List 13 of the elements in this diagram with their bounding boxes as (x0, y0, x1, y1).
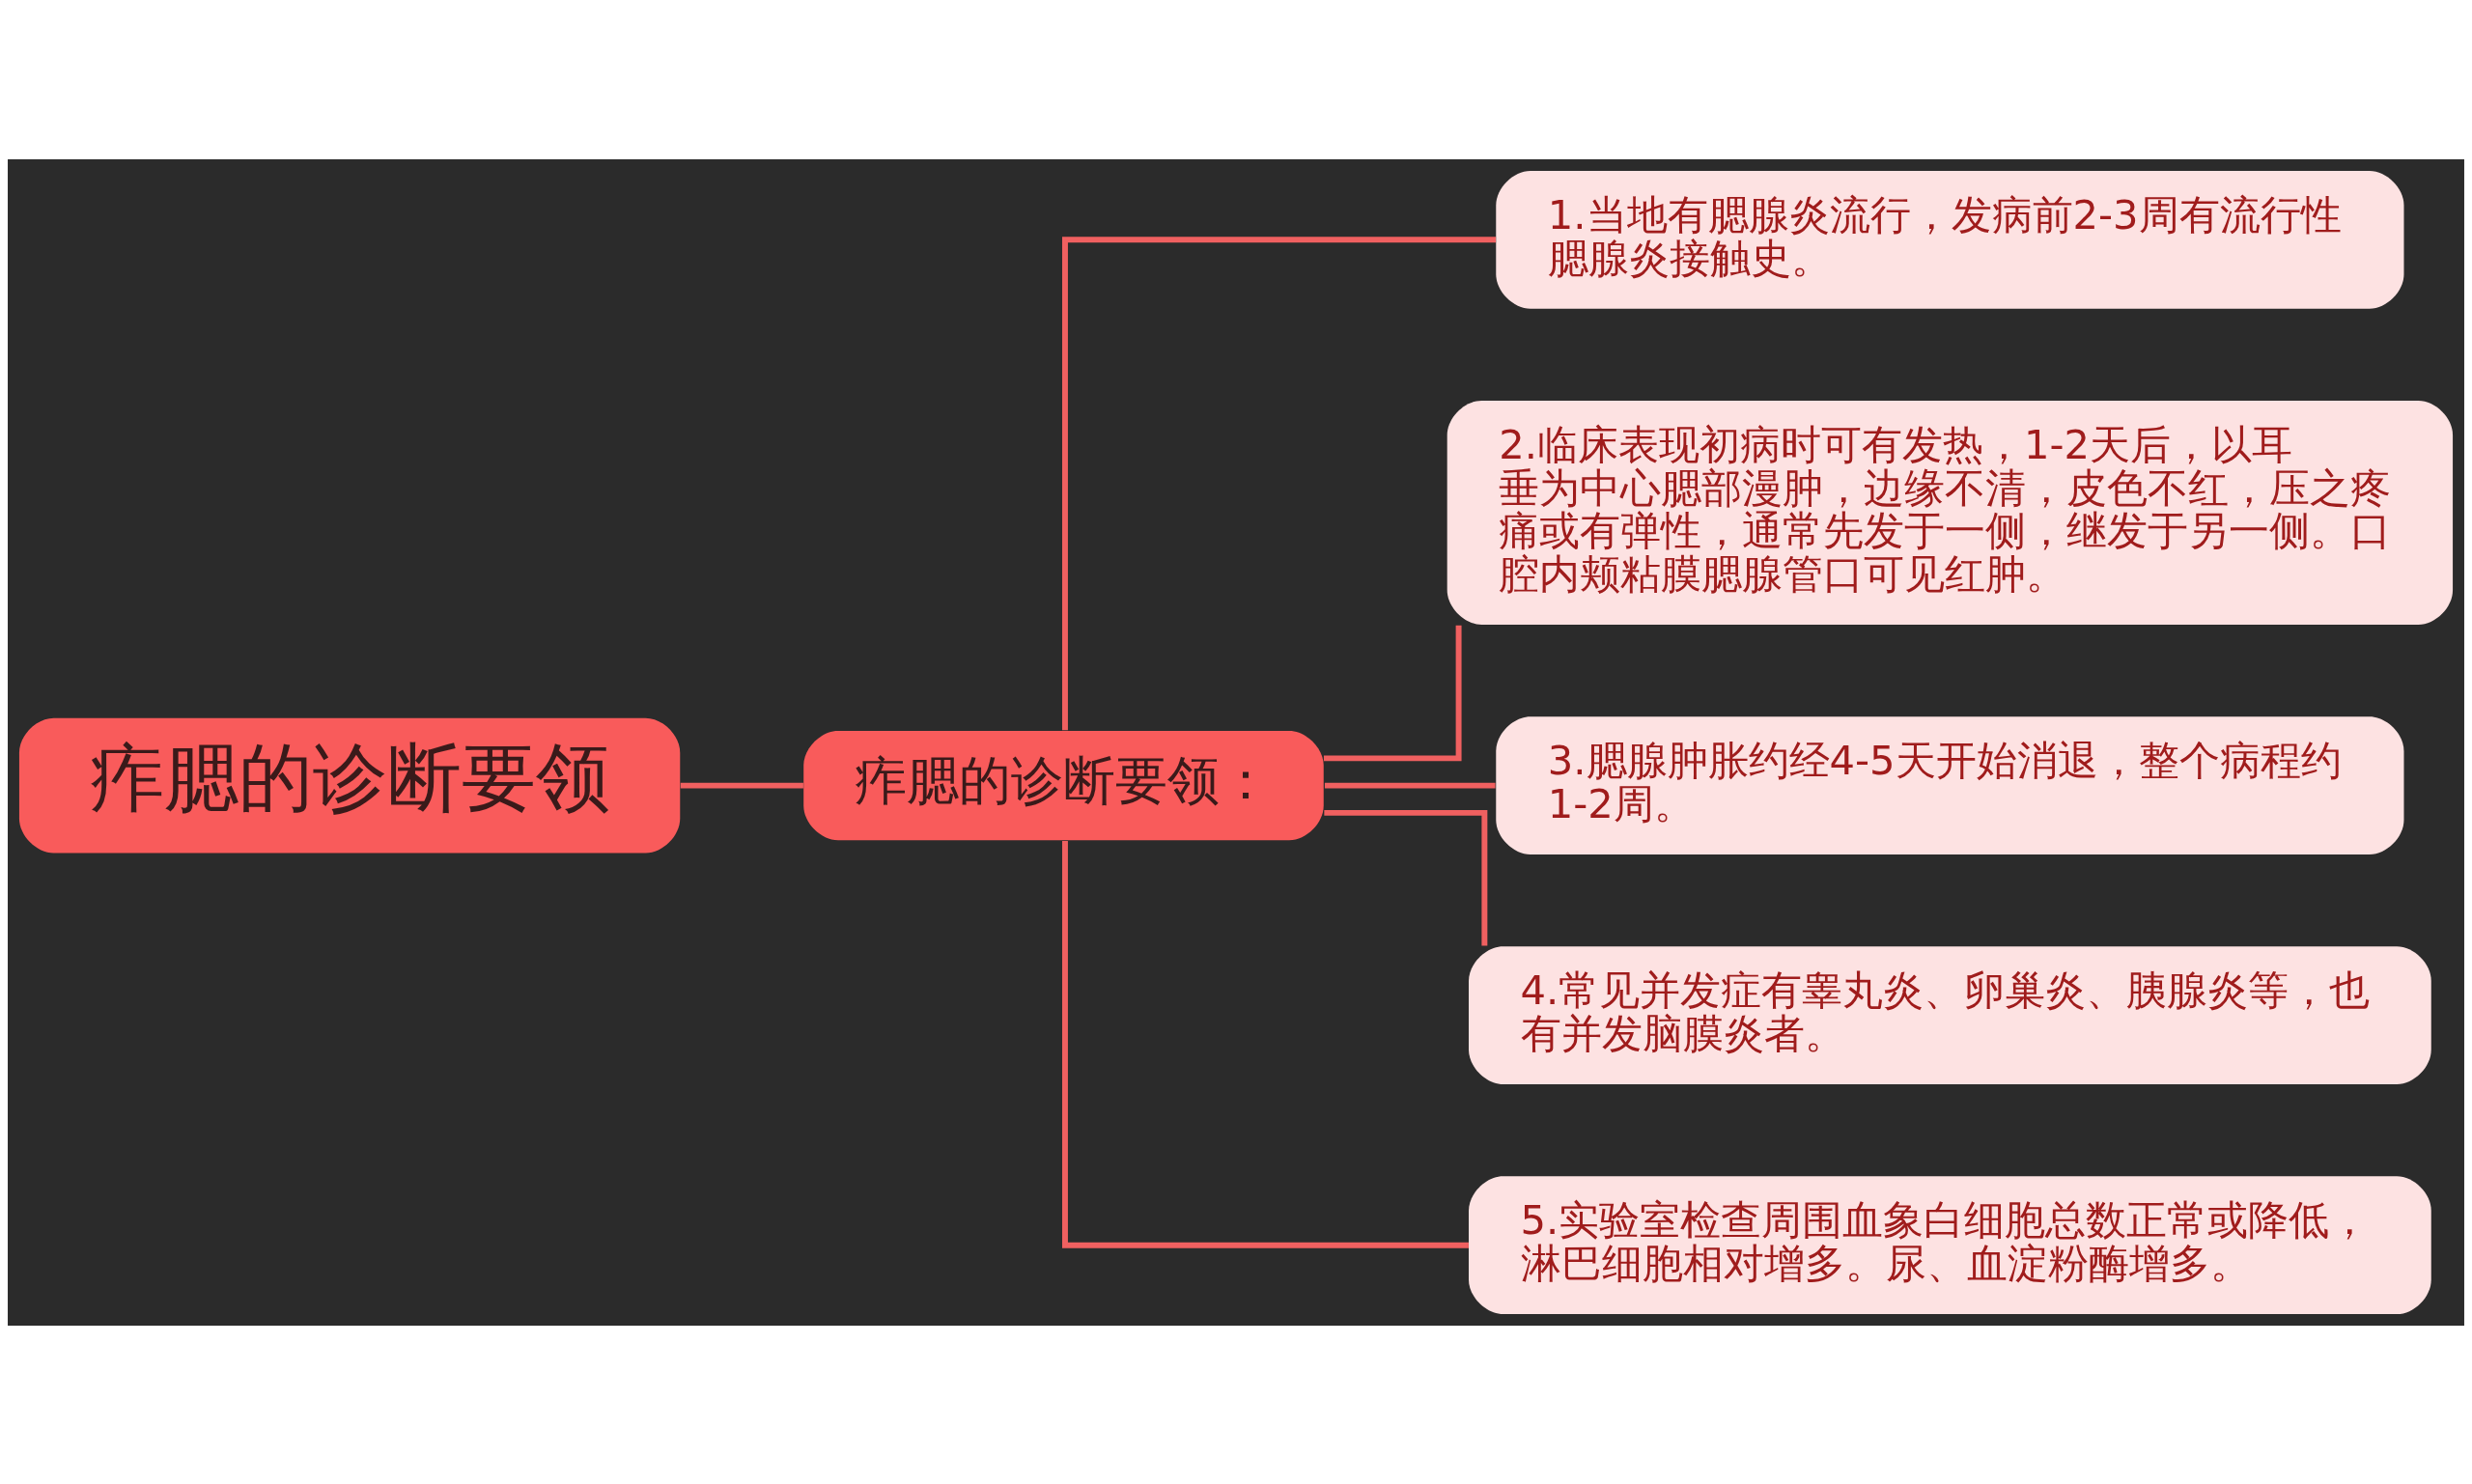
connector (680, 782, 803, 789)
node-box: 痄腮的诊断要领： (803, 730, 1324, 840)
node-box: 1.当地有腮腺炎流行，发病前2-3周有流行性腮腺炎接触史。 (1496, 170, 2404, 309)
node-box: 3.腮腺肿胀约经4-5天开始消退，整个病程约1-2周。 (1496, 715, 2404, 854)
node-box: 痄腮的诊断要领 (18, 717, 681, 854)
connector (1062, 840, 1469, 1248)
connector (1324, 809, 1488, 945)
node-box: 5.实验室检查周围血象白细胞总数正常或降低，淋巴细胞相对增多。尿、血淀粉酶增多。 (1469, 1175, 2431, 1314)
connector (1324, 782, 1496, 789)
node-box: 4.常见并发症有睾丸炎、卵巢炎、胰腺炎等，也有并发脑膜炎者。 (1469, 945, 2431, 1084)
node-box: 2.临床表现初病时可有发热，1-2天后，以耳垂为中心腮部漫肿，边缘不清，皮色不红，压之疼痛或有弹性，通常先发于一侧，继发于另一侧。口腔内颊粘膜腮腺管口可见红肿。 (1447, 400, 2454, 625)
connector (1323, 625, 1462, 761)
connector (1062, 236, 1497, 730)
